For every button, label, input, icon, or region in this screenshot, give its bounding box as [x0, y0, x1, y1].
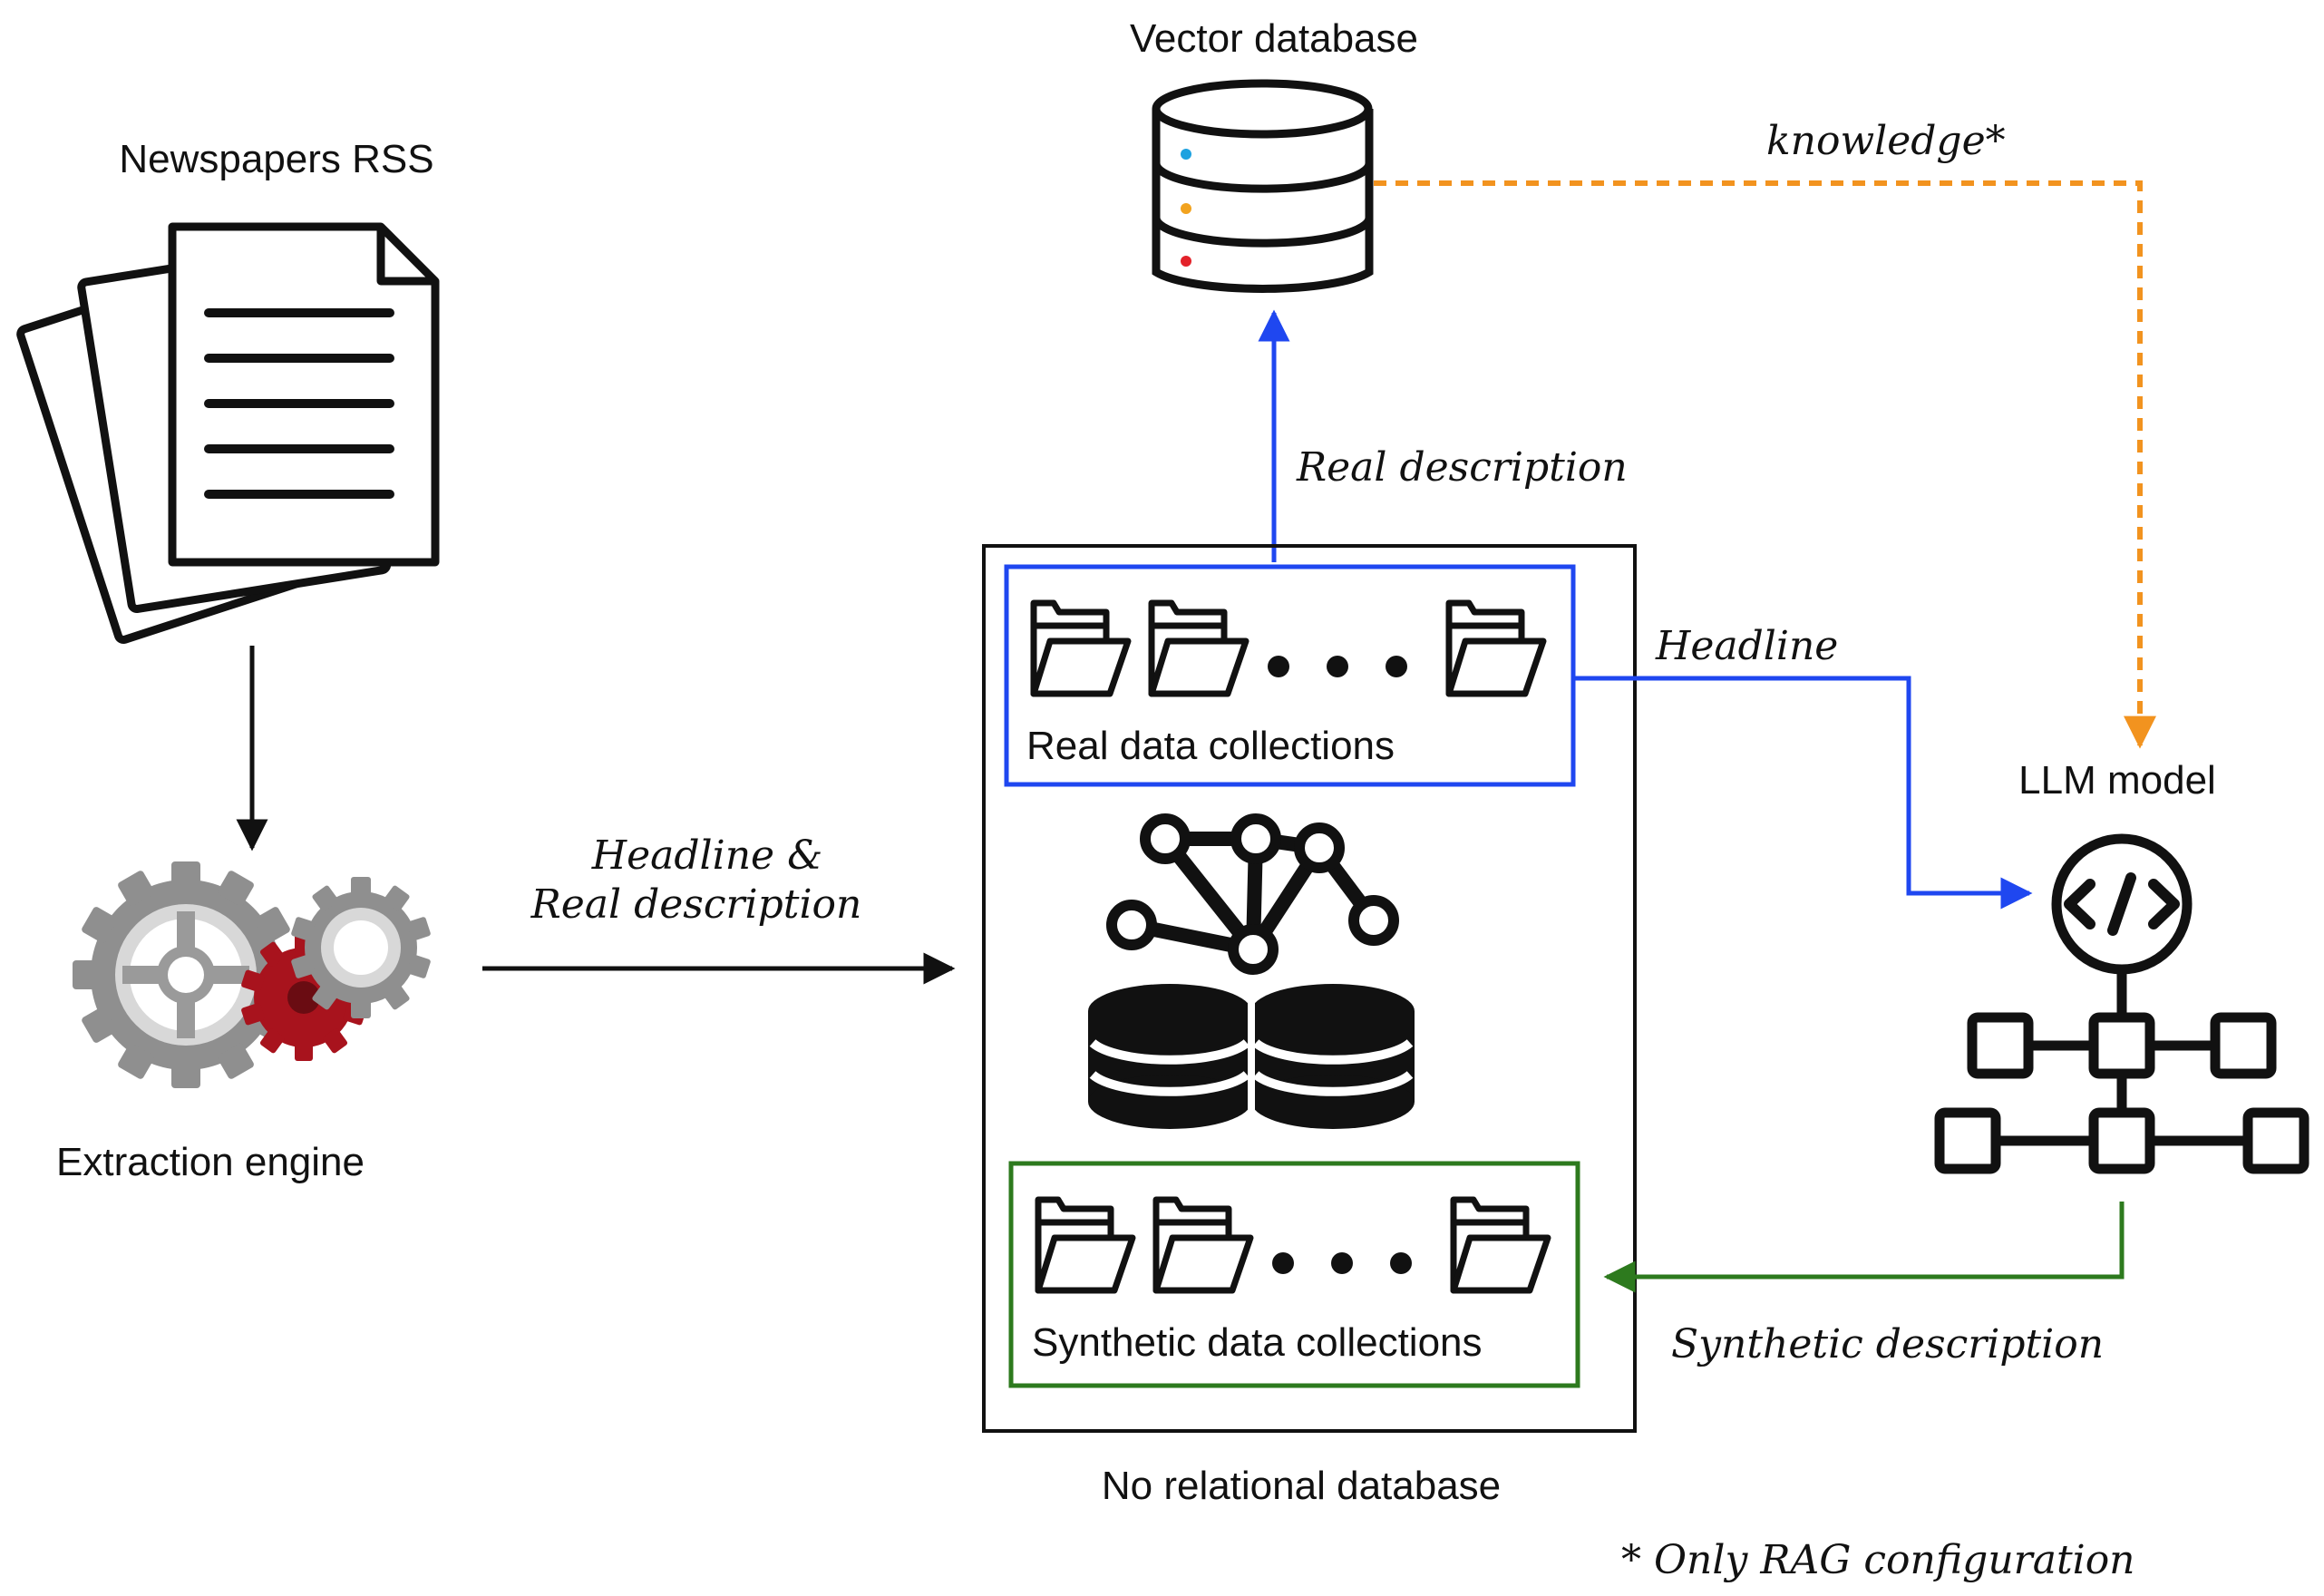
folder-icon: [1038, 1200, 1133, 1290]
rss-label: Newspapers RSS: [119, 137, 433, 181]
extraction-label: Extraction engine: [56, 1140, 365, 1184]
folder-icon: [1449, 603, 1543, 694]
network-icon: [1934, 969, 2309, 1174]
ellipsis-icon: [1268, 656, 1407, 677]
synthetic-collections-box[interactable]: [1008, 1161, 1580, 1388]
edge-label-knowledge: knowledge*: [1766, 118, 2006, 164]
real-collections-box[interactable]: [1004, 564, 1576, 787]
edge-label-headline: Headline: [1655, 623, 1838, 669]
footnote: * Only RAG configuration: [1621, 1537, 2135, 1583]
edge-label-headline-real-1: Headline &: [591, 832, 822, 879]
folder-icon: [1156, 1200, 1250, 1290]
llm-label: LLM model: [2018, 758, 2216, 803]
arrow-real-to-llm: [1573, 676, 2033, 910]
graph-database-icon: [1088, 813, 1415, 1129]
nosql-database-label: No relational database: [1102, 1464, 1501, 1508]
edge-label-real-description: Real description: [1296, 444, 1628, 491]
synthetic-collections-label: Synthetic data collections: [1032, 1320, 1483, 1365]
real-collections-label: Real data collections: [1026, 724, 1395, 768]
ellipsis-icon: [1272, 1252, 1412, 1274]
folder-icon: [1454, 1200, 1548, 1290]
edge-label-synthetic-description: Synthetic description: [1671, 1321, 2104, 1367]
folder-icon: [1034, 603, 1128, 694]
database-icon: [1152, 79, 1374, 293]
edge-label-headline-real-2: Real description: [530, 881, 862, 928]
documents-icon: [16, 222, 440, 644]
folder-icon: [1152, 603, 1246, 694]
code-icon: [2051, 833, 2193, 975]
vector-db-label: Vector database: [1130, 16, 1418, 61]
arrow-llm-to-synthetic: [1603, 1202, 2125, 1293]
nosql-database-box: [982, 544, 1637, 1433]
arrow-vector-to-llm: [1374, 180, 2156, 749]
gears-icon: [73, 861, 431, 1088]
